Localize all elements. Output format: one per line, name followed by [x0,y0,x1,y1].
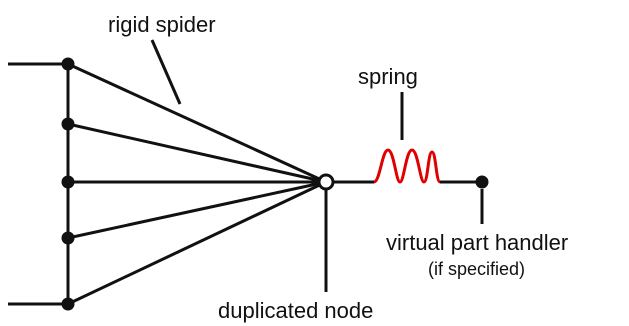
spring-coil [373,148,442,184]
handler-node [475,175,489,189]
spider-leg-1 [67,62,327,184]
label-duplicated-node: duplicated node [218,298,373,323]
duplicated-node-marker [317,173,335,191]
spider-leg-5 [67,180,327,306]
label-virtual-part-handler: virtual part handler [386,230,568,255]
label-if-specified: (if specified) [428,259,525,279]
spider-leg-4 [67,180,327,240]
leader-rigid-spider [150,39,182,105]
node-5 [61,297,75,311]
node-1 [61,57,75,71]
node-2 [61,117,75,131]
node-3 [61,175,75,189]
label-spring: spring [358,64,418,89]
spider-leg-2 [67,122,327,184]
label-rigid-spider: rigid spider [108,12,216,37]
node-4 [61,231,75,245]
